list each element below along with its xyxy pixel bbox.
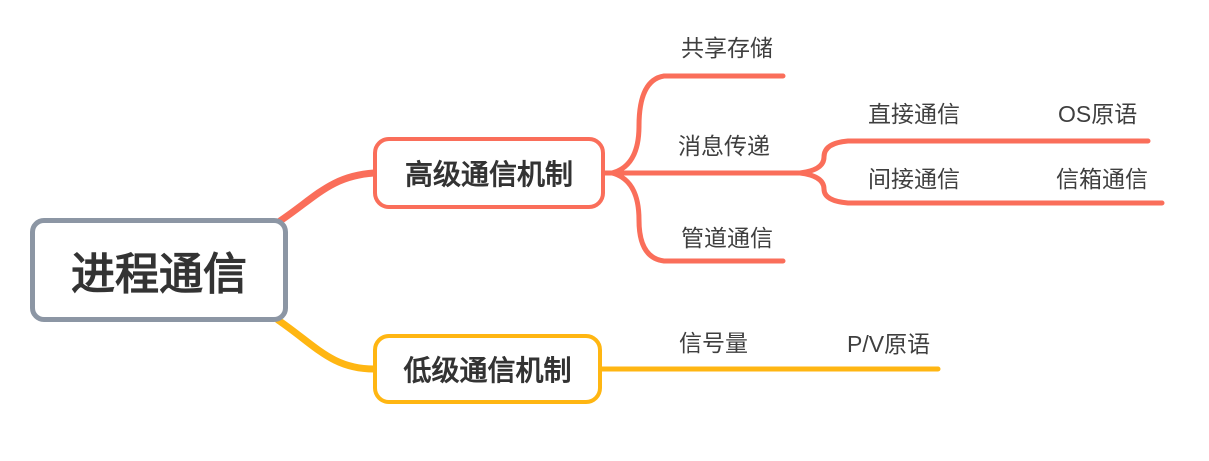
node-high-level-label: 高级通信机制 <box>404 159 573 190</box>
topic-mailbox-communication[interactable]: 信箱通信 <box>1056 166 1148 192</box>
node-low-level-label: 低级通信机制 <box>403 355 572 386</box>
topic-pipe-communication[interactable]: 管道通信 <box>681 225 773 251</box>
topic-shared-storage[interactable]: 共享存储 <box>681 35 773 61</box>
connector-message-to-indirect-communication <box>797 170 1165 206</box>
connector-high-to-shared-storage <box>609 73 786 176</box>
topic-indirect-communication[interactable]: 间接通信 <box>868 166 960 192</box>
topic-pv-primitive[interactable]: P/V原语 <box>847 331 931 357</box>
topic-os-primitive[interactable]: OS原语 <box>1058 101 1138 127</box>
topic-direct-communication[interactable]: 直接通信 <box>868 101 960 127</box>
node-root-label: 进程通信 <box>71 250 247 299</box>
node-high-level-mechanism[interactable]: 高级通信机制 <box>373 137 605 209</box>
connector-message-to-direct-communication <box>797 138 1151 176</box>
topic-message-passing[interactable]: 消息传递 <box>678 133 770 159</box>
connector-root-to-high-level <box>273 169 378 227</box>
topic-semaphore[interactable]: 信号量 <box>679 330 748 356</box>
node-low-level-mechanism[interactable]: 低级通信机制 <box>373 334 602 404</box>
connector-root-to-low-level <box>274 316 378 373</box>
connector-high-to-pipe-communication <box>609 170 786 264</box>
node-root-process-communication[interactable]: 进程通信 <box>30 218 288 322</box>
